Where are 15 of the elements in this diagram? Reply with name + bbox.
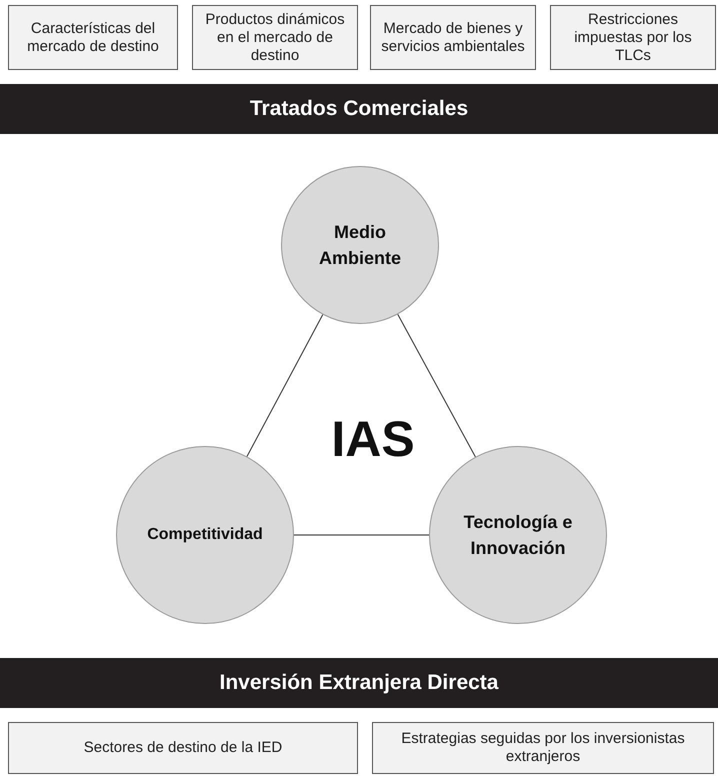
text-box: Estrategias seguidas por los inversionistas extranjeros xyxy=(372,722,714,774)
text-box: Mercado de bienes y servicios ambientales xyxy=(370,5,536,70)
text-box: Restricciones impuestas por los TLCs xyxy=(550,5,716,70)
header-band: Tratados Comerciales xyxy=(0,84,718,134)
connector-line xyxy=(246,314,324,457)
text-box: Productos dinámicos en el mercado de destino xyxy=(192,5,358,70)
header-band: Inversión Extranjera Directa xyxy=(0,658,718,708)
text-box: Características del mercado de destino xyxy=(8,5,178,70)
concept-circle: Medio Ambiente xyxy=(281,166,439,324)
connector-line xyxy=(397,314,476,458)
concept-circle: Tecnología e Innovación xyxy=(429,446,607,624)
text-box: Sectores de destino de la IED xyxy=(8,722,358,774)
concept-circle: Competitividad xyxy=(116,446,294,624)
connector-line xyxy=(294,534,430,536)
center-label: IAS xyxy=(330,410,416,468)
